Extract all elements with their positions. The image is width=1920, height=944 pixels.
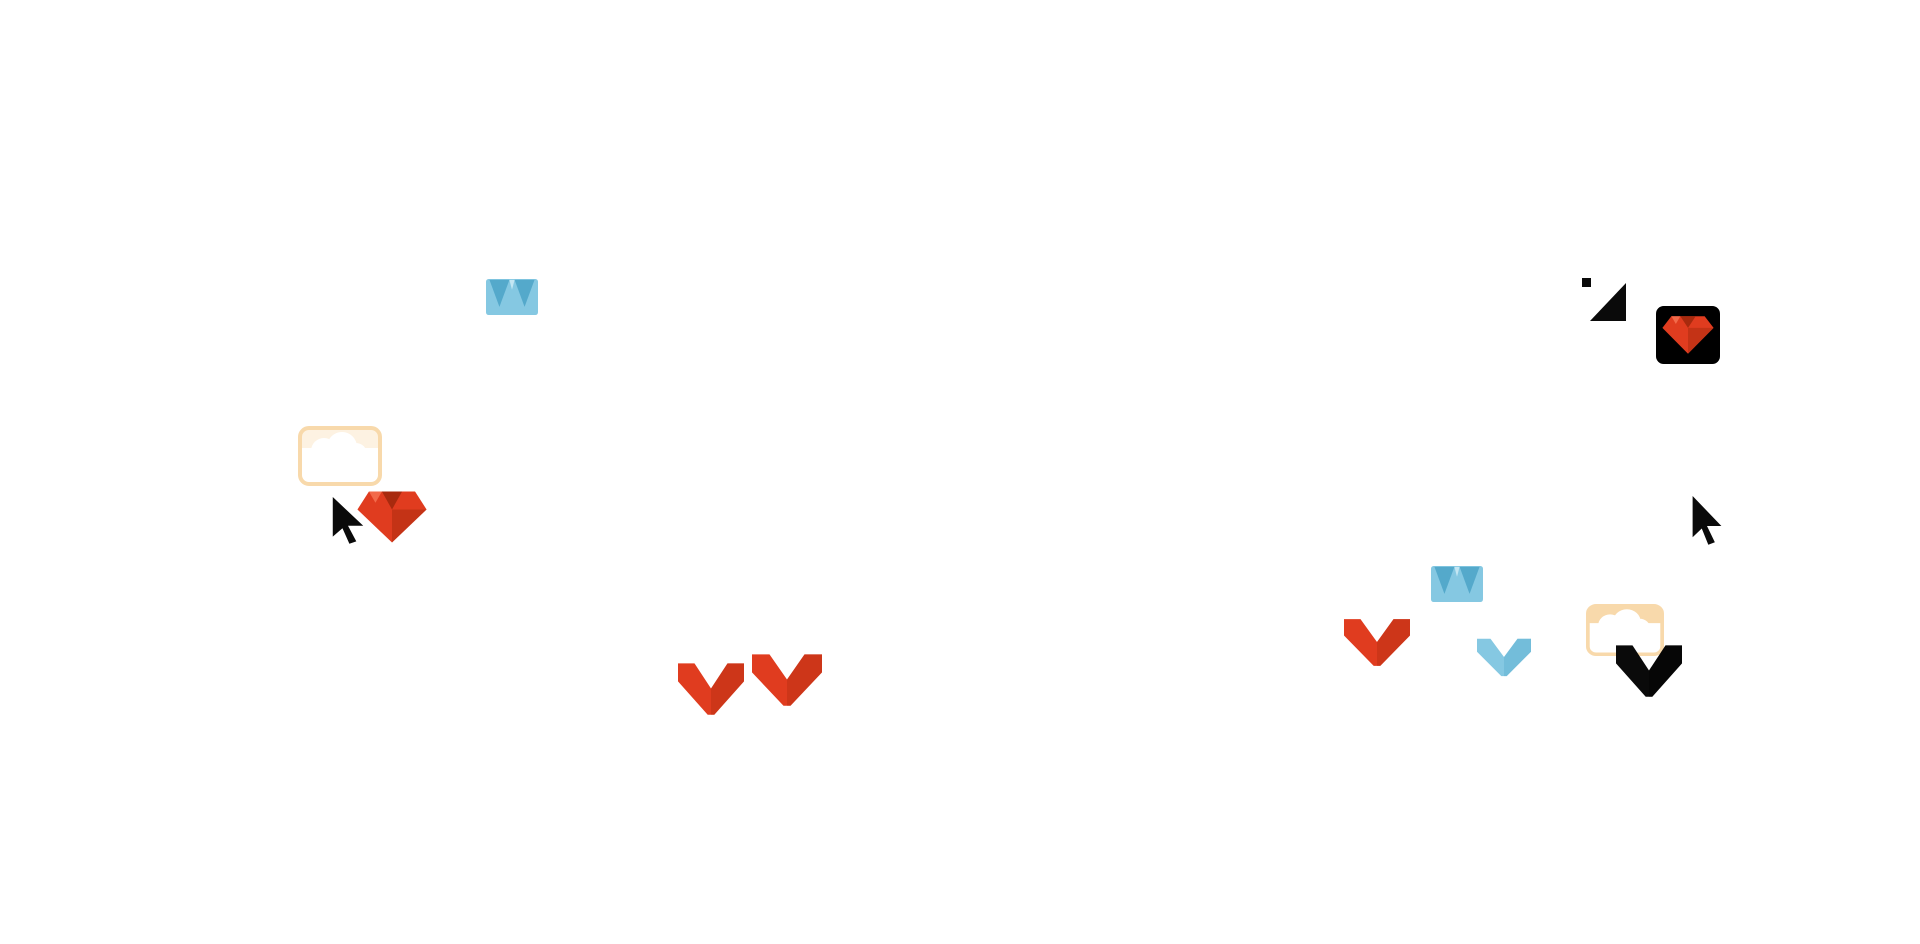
ruby-badge-icon[interactable] (1656, 306, 1720, 364)
cloud-box-icon[interactable] (298, 426, 382, 486)
chevron-icon[interactable] (752, 652, 822, 707)
chevron-icon[interactable] (678, 661, 744, 716)
chevron-icon[interactable] (1477, 637, 1531, 677)
chevron-icon[interactable] (1616, 643, 1682, 698)
cursor-icon[interactable] (330, 497, 366, 545)
chevron-icon[interactable] (1344, 617, 1410, 667)
gem-top-icon[interactable] (486, 279, 538, 315)
ruby-icon[interactable] (356, 490, 428, 544)
flag-icon[interactable] (1582, 277, 1628, 321)
gem-top-icon[interactable] (1431, 566, 1483, 602)
cursor-icon[interactable] (1690, 496, 1724, 546)
